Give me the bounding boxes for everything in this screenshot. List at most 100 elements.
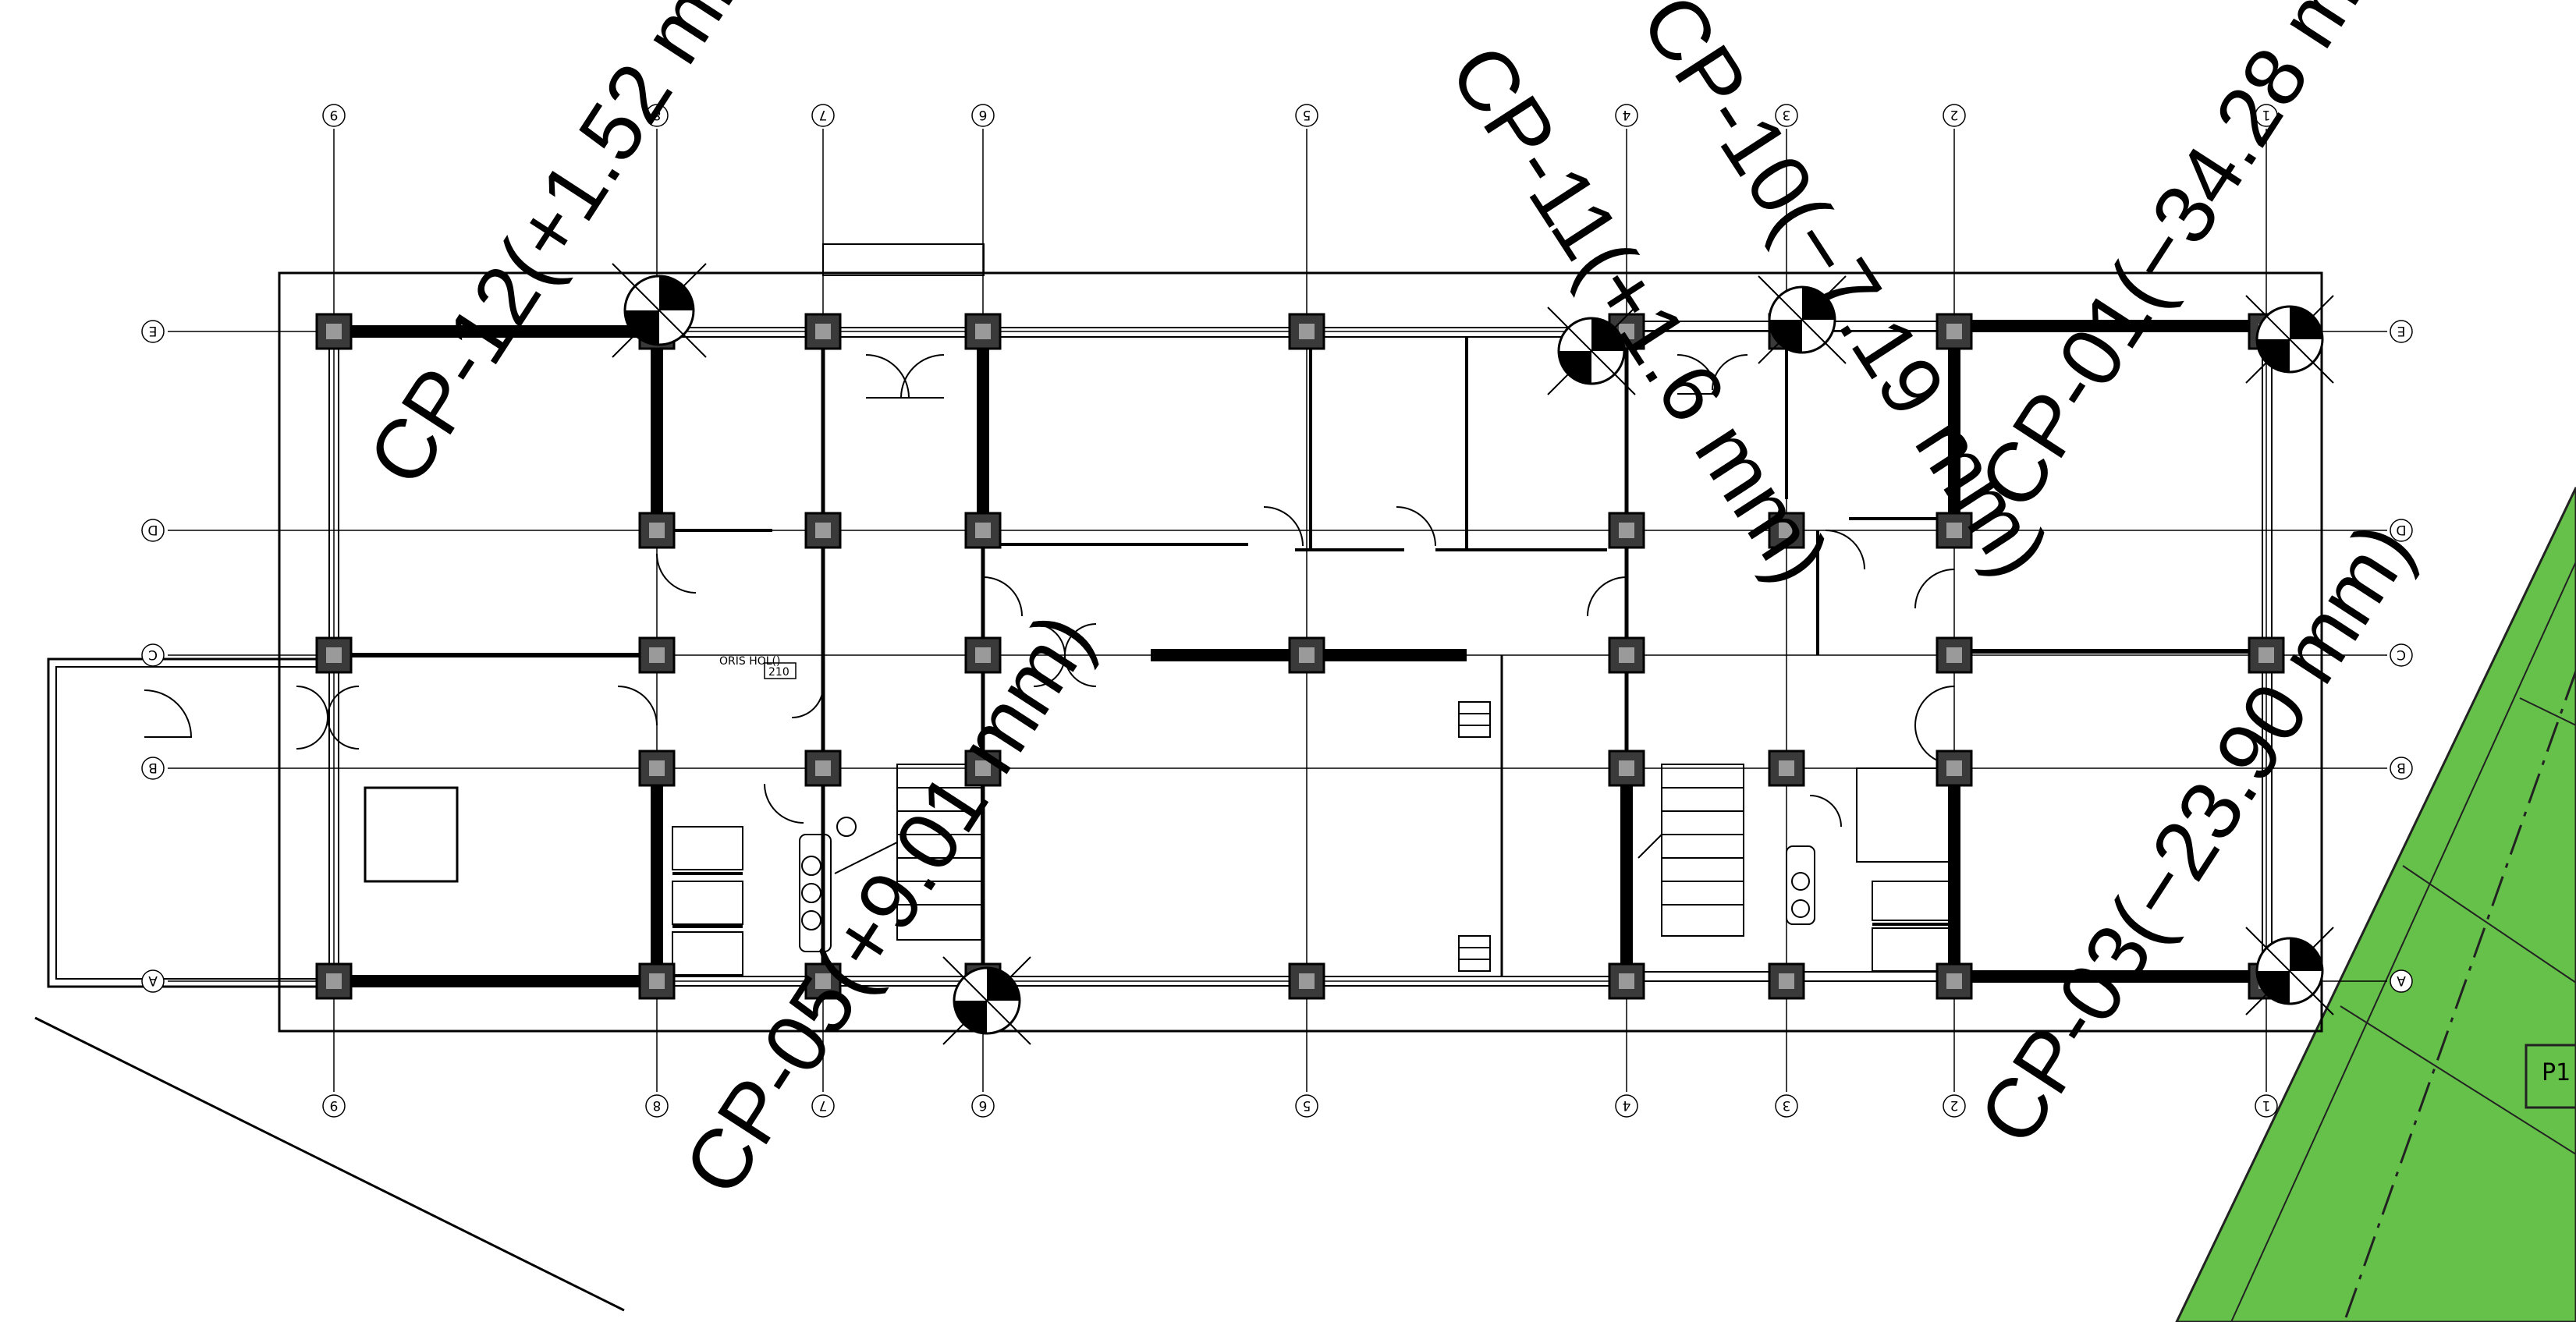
- building-outline: [278, 271, 2323, 1033]
- column-core: [1946, 973, 1962, 989]
- grid-bubble-label: C: [2397, 647, 2406, 662]
- grid-bubble-label: 3: [1783, 1097, 1791, 1113]
- column-core: [326, 973, 342, 989]
- column-core: [1299, 647, 1315, 663]
- column-core: [2258, 647, 2274, 663]
- column-core: [975, 760, 991, 776]
- grid-bubble-label: 8: [653, 1097, 662, 1113]
- grid-bubble-label: C: [148, 647, 158, 662]
- grid-bubble: [811, 104, 835, 127]
- room-name: ORIS HOL(): [719, 655, 780, 668]
- grid-bubble-label: 1: [2262, 107, 2271, 122]
- cp-11-marker: [1547, 307, 1636, 395]
- grid-bubble-label: 7: [819, 107, 828, 122]
- grid-bubble: [1295, 1094, 1318, 1118]
- structural-column: [315, 636, 353, 674]
- stairs-and-fixtures: [364, 701, 1951, 976]
- column-core: [1619, 973, 1634, 989]
- left-annex: [47, 657, 328, 988]
- grid-bubble: [1615, 1094, 1638, 1118]
- grid-bubble-label: 5: [1303, 1097, 1311, 1113]
- grid-bubble-label: 5: [1303, 107, 1311, 122]
- grid-bubble-label: 4: [1623, 107, 1631, 122]
- column-core: [1619, 647, 1634, 663]
- grid-bubble: [1943, 1094, 1966, 1118]
- column-core: [815, 973, 831, 989]
- grid-bubble: [1775, 1094, 1798, 1118]
- grid-bubble: [322, 104, 346, 127]
- grid-bubble-label: 8: [653, 107, 662, 122]
- grid-bubble: [2390, 969, 2413, 993]
- cp-05-label: CP-05(+9.01 mm): [665, 596, 1111, 1210]
- column-core: [649, 647, 665, 663]
- column-core: [975, 324, 991, 339]
- column-core: [649, 973, 665, 989]
- grid-bubble: [645, 104, 669, 127]
- column-core: [1619, 760, 1634, 776]
- column-core: [1779, 523, 1794, 538]
- column-core: [649, 523, 665, 538]
- grid-bubble-label: D: [147, 522, 158, 537]
- grid-bubble: [141, 643, 165, 667]
- grid-bubble-label: E: [2397, 323, 2406, 338]
- doors: [144, 354, 1955, 828]
- grid-bubble: [141, 757, 165, 780]
- column-core: [1299, 324, 1315, 339]
- column-core: [815, 523, 831, 538]
- cp-12-marker: [612, 263, 707, 358]
- site-tag: P1: [2542, 1059, 2571, 1086]
- structural-column: [1768, 512, 1805, 549]
- structural-column: [964, 313, 1002, 350]
- grid-bubble-label: 2: [1950, 1097, 1959, 1113]
- grid-bubble: [2390, 519, 2413, 542]
- grid-bubble-label: 2: [1950, 107, 1959, 122]
- site-area: P1: [2175, 487, 2576, 1322]
- column-core: [1946, 760, 1962, 776]
- grid-bubble-label: 7: [819, 1097, 828, 1113]
- grid-bubble-label: 9: [330, 1097, 339, 1113]
- control-point-markers: [612, 263, 2334, 1045]
- grid-bubble-label: A: [2397, 973, 2406, 988]
- cp-01-label: CP-01(−34.28 mm): [1960, 0, 2431, 525]
- grid-bubble: [2390, 643, 2413, 667]
- cp-10-marker: [1758, 275, 1847, 364]
- cp-10-label: CP-10(−7.19 mm): [1623, 0, 2069, 593]
- grid-bubble: [1943, 104, 1966, 127]
- grid-bubble: [1615, 104, 1638, 127]
- column-core: [1946, 523, 1962, 538]
- grid-bubble: [322, 1094, 346, 1118]
- column-core: [1619, 523, 1634, 538]
- control-point-labels: CP-12(+1.52 mm) CP-11(+1.6 mm) CP-10(−7.…: [349, 0, 2431, 1211]
- grid-bubble-label: D: [2396, 522, 2406, 537]
- site-boundary-line: [34, 1016, 625, 1312]
- column-core: [815, 324, 831, 339]
- column-core: [1619, 324, 1634, 339]
- grid-bubble-label: 9: [330, 107, 339, 122]
- grid-bubble: [141, 519, 165, 542]
- grid-bubble-label: 1: [2262, 1097, 2271, 1113]
- column-core: [326, 647, 342, 663]
- grid-bubble: [2255, 104, 2278, 127]
- grid-bubble: [2255, 1094, 2278, 1118]
- cp-05-marker: [942, 956, 1031, 1045]
- room-code: 210: [768, 666, 789, 679]
- column-core: [975, 647, 991, 663]
- column-core: [1299, 973, 1315, 989]
- column-core: [1946, 324, 1962, 339]
- grid-bubble: [645, 1094, 669, 1118]
- column-core: [815, 760, 831, 776]
- grid-bubble-label: 6: [979, 1097, 988, 1113]
- grid-bubble: [971, 1094, 995, 1118]
- column-core: [1946, 647, 1962, 663]
- entrance-canopy: [822, 243, 985, 276]
- grid-bubble-label: B: [148, 760, 158, 775]
- grid-bubble-label: B: [2397, 760, 2406, 775]
- cp-12-label: CP-12(+1.52 mm): [349, 0, 795, 502]
- cp-03-marker: [2245, 927, 2334, 1015]
- grid-bubble: [141, 320, 165, 343]
- room-tag: 210 ORIS HOL(): [719, 655, 797, 679]
- grid-bubble: [971, 104, 995, 127]
- column-core: [649, 760, 665, 776]
